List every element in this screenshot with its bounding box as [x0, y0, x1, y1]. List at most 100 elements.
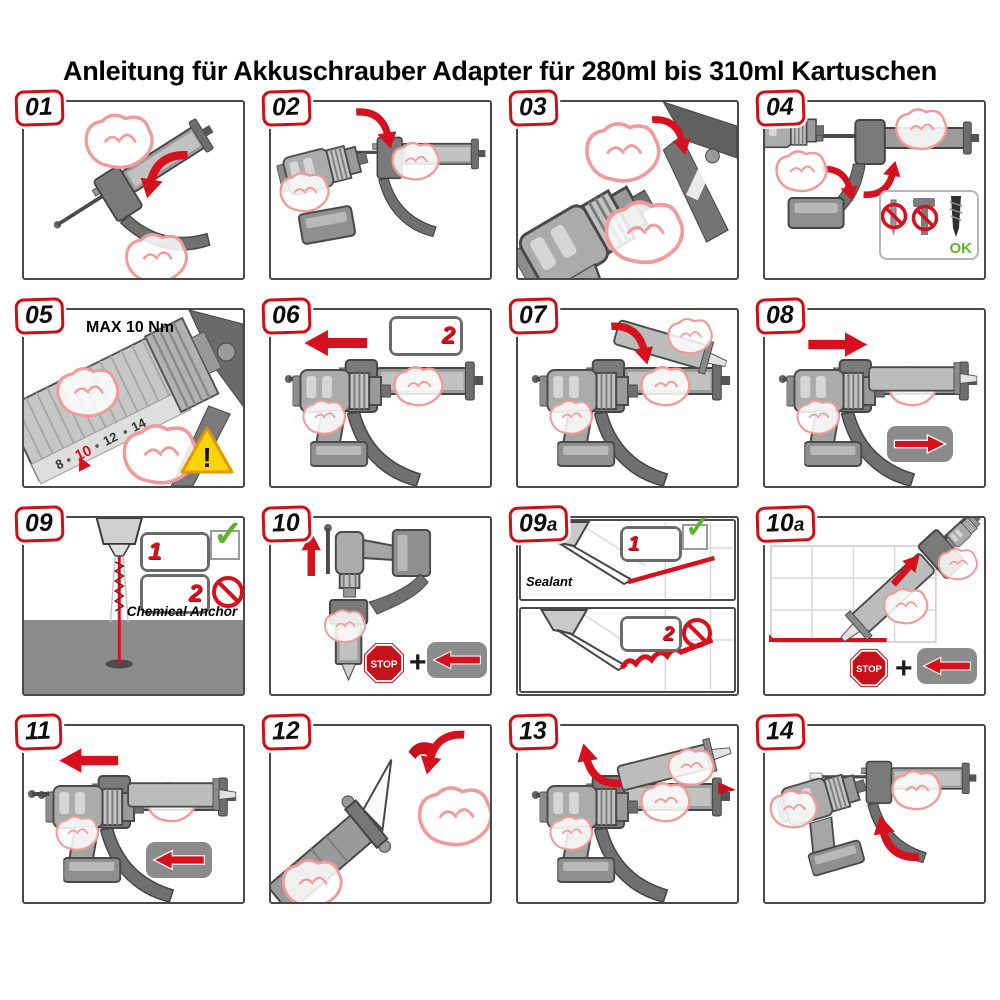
no-sign-icon	[212, 576, 244, 608]
insert-cartridge-illustration	[518, 314, 732, 486]
step-number-badge: 07	[508, 297, 559, 335]
panel-01: 01	[14, 89, 245, 280]
hand-icon	[895, 108, 948, 151]
panel-09: 09 1 ✓ 2 Chemical Anchor	[14, 505, 245, 696]
step-number-badge: 06	[261, 297, 312, 335]
step-number-badge: 09	[14, 505, 65, 543]
hand-icon	[769, 789, 818, 829]
step-number-badge: 09a	[508, 504, 569, 543]
panel-13: 13	[508, 713, 739, 904]
svg-text:12: 12	[101, 429, 120, 449]
panel-10: 10 STOP +	[261, 505, 492, 696]
detach-drill-illustration	[769, 760, 978, 878]
step-number-badge: 04	[755, 89, 806, 127]
instruction-grid: 01 02 03	[14, 89, 986, 904]
panel-04: 04	[755, 89, 986, 280]
used-nozzle-tip	[718, 782, 737, 794]
svg-text:10: 10	[73, 443, 95, 465]
hand-icon	[891, 770, 942, 811]
panel-12: 12	[261, 713, 492, 904]
step-number-badge: 10a	[755, 504, 816, 543]
reverse-direction-button-icon	[146, 842, 212, 878]
no-sign-icon	[682, 618, 712, 648]
step-number-badge: 11	[14, 713, 63, 751]
step-number-badge: 05	[14, 297, 65, 335]
torque-pointer-icon	[78, 456, 92, 472]
nozzle	[340, 663, 357, 682]
drill-with-adapter	[532, 360, 730, 486]
step-number-badge: 10	[261, 505, 312, 543]
push-rod	[325, 528, 330, 574]
stop-reverse-vertical-illustration	[301, 524, 432, 682]
sealant-label: Sealant	[526, 574, 573, 589]
hammer-icon	[913, 198, 935, 207]
screw-bit-icon	[951, 196, 961, 228]
panel-14: 14	[755, 713, 986, 904]
concrete-floor	[24, 620, 243, 694]
gear-1-indicator: 1	[140, 532, 210, 572]
pull-left-arrow-icon	[59, 748, 119, 773]
max-torque-label: MAX 10 Nm	[86, 319, 175, 336]
chemical-anchor-label: Chemical Anchor	[126, 604, 238, 619]
svg-text:!: !	[202, 442, 211, 473]
hand-icon	[56, 367, 120, 418]
panel-05: 05 MAX 10 Nm 8 10 12 14	[14, 297, 245, 488]
hand-icon	[667, 317, 713, 355]
stop-sign: STOP	[849, 648, 889, 688]
reverse-direction-button-icon	[917, 648, 977, 684]
remove-cartridge-illustration	[518, 733, 737, 902]
dispense-forward-illustration	[765, 332, 978, 486]
allowed-bits-box: OK	[879, 190, 979, 260]
strap-handle	[368, 573, 429, 615]
check-icon: ✓	[213, 513, 244, 554]
forward-direction-button-icon	[887, 426, 953, 462]
page-title: Anleitung für Akkuschrauber Adapter für …	[63, 56, 937, 87]
svg-text:STOP: STOP	[856, 664, 882, 675]
check-icon: ✓	[685, 511, 711, 544]
gear-2-indicator: 2	[620, 616, 682, 652]
attach-drill-illustration	[274, 102, 487, 245]
gear-2-indicator: 2	[140, 574, 210, 614]
hand-icon	[391, 141, 440, 181]
hand-icon	[281, 858, 343, 902]
nozzle	[95, 518, 143, 545]
step-number-badge: 12	[261, 713, 312, 751]
svg-text:STOP: STOP	[370, 659, 397, 670]
nozzle	[362, 759, 393, 832]
panel-06: 06 2	[261, 297, 492, 488]
push-right-arrow-icon	[808, 332, 868, 357]
hand-icon	[84, 113, 154, 170]
hand-icon	[667, 748, 715, 787]
panel-07: 07	[508, 297, 739, 488]
hand-icon	[775, 150, 828, 193]
direction-left-arrow-icon	[304, 330, 368, 356]
reverse-direction-button-icon	[427, 642, 487, 678]
gear-block	[854, 119, 886, 165]
no-sign-icon	[880, 202, 908, 230]
hand-icon	[882, 587, 929, 625]
stop-on-tiles-illustration	[768, 518, 984, 654]
check-box: ✓	[210, 516, 243, 560]
mixer-spiral	[113, 561, 125, 612]
hand-icon	[125, 233, 189, 278]
drill-with-adapter	[285, 360, 483, 486]
panel-10a: 10a STOP +	[755, 504, 986, 696]
step-number-badge: 03	[508, 89, 559, 127]
warning-triangle-icon: !	[180, 426, 234, 474]
drill-grip	[362, 538, 396, 562]
step-number-badge: 01	[14, 89, 65, 127]
panel-11: 11	[14, 713, 245, 904]
tighten-chuck-illustration	[518, 102, 737, 278]
ok-label: OK	[949, 240, 973, 257]
drill-with-adapter	[532, 776, 730, 902]
retract-rod-illustration	[27, 748, 237, 902]
plus-sign: +	[409, 646, 427, 679]
hand-icon	[417, 786, 490, 847]
panel-03: 03	[508, 89, 739, 280]
push-rod-extension	[31, 792, 50, 796]
step-number-badge: 02	[261, 89, 312, 127]
gear-1-indicator: 1	[620, 526, 682, 562]
panel-09a: 09a 1 ✓ Sealant 2	[508, 504, 739, 696]
hand-icon	[279, 172, 330, 213]
panel-08: 08	[755, 297, 986, 488]
